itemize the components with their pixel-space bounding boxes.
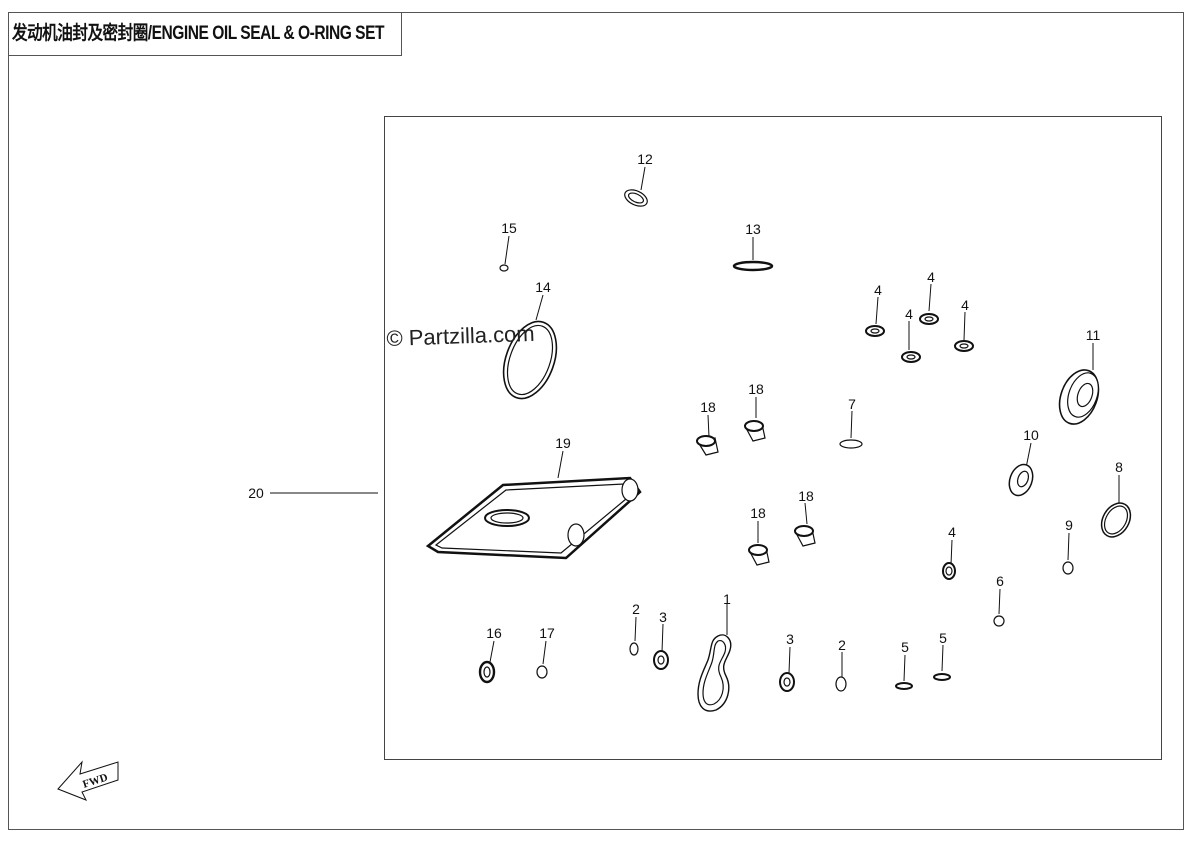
title-box [8,12,402,56]
page-frame [8,12,1184,830]
callout-18a: 18 [700,399,716,415]
callout-4a: 4 [874,282,882,298]
callout-11: 11 [1086,327,1101,343]
callout-13: 13 [745,221,761,237]
callout-7: 7 [848,396,856,412]
callout-5b: 5 [939,630,947,646]
callout-10: 10 [1023,427,1039,443]
callout-18d: 18 [798,488,814,504]
diagram-title: 发动机油封及密封圈/ENGINE OIL SEAL & O-RING SET [12,23,384,44]
callout-17: 17 [539,625,555,641]
watermark: © Partzilla.com [386,320,536,351]
callout-4c: 4 [905,306,913,322]
callout-20: 20 [248,485,264,501]
callout-4d: 4 [961,297,969,313]
callout-9: 9 [1065,517,1073,533]
callout-6: 6 [996,573,1004,589]
callout-8: 8 [1115,459,1123,475]
callout-12: 12 [637,151,653,167]
callout-3a: 3 [659,609,667,625]
callout-18c: 18 [750,505,766,521]
assembly-frame [384,116,1162,760]
callout-2b: 2 [838,637,846,653]
callout-5a: 5 [901,639,909,655]
callout-1: 1 [723,591,731,607]
callout-4b: 4 [927,269,935,285]
callout-18b: 18 [748,381,764,397]
callout-2a: 2 [632,601,640,617]
callout-16: 16 [486,625,502,641]
callout-3b: 3 [786,631,794,647]
callout-19: 19 [555,435,571,451]
callout-14: 14 [535,279,551,295]
callout-4e: 4 [948,524,956,540]
callout-15: 15 [501,220,517,236]
